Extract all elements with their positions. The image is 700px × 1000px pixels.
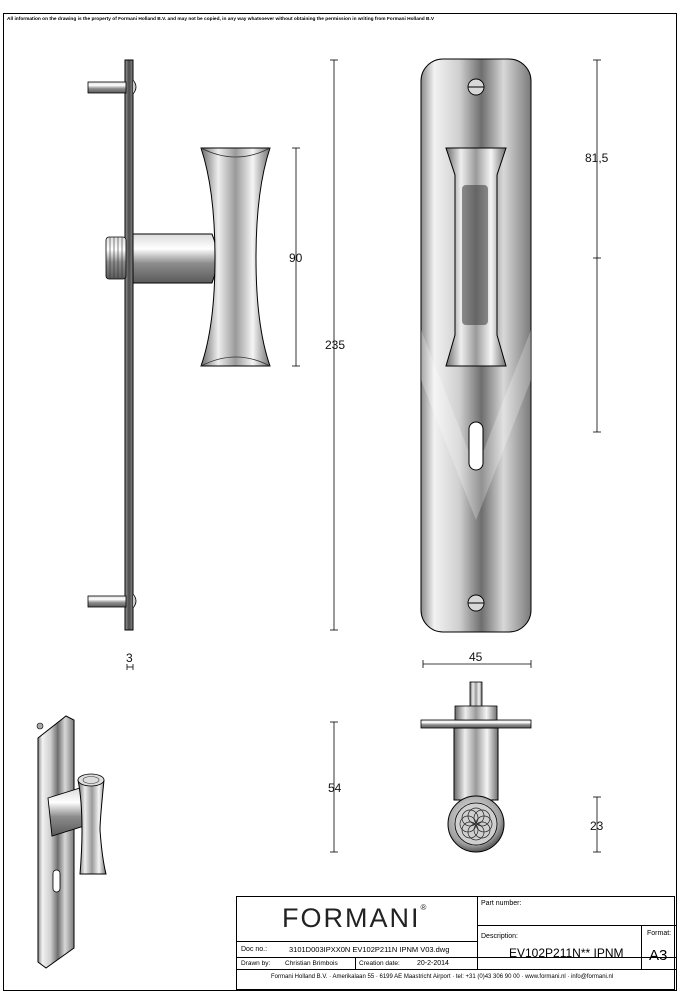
dim-plate-thickness: 3 <box>126 651 133 665</box>
format-value: A3 <box>649 947 668 964</box>
side-view <box>87 59 271 631</box>
description-label: Description: <box>481 933 518 940</box>
screw-top <box>87 81 127 94</box>
top-view <box>420 681 532 853</box>
screw-bottom <box>87 595 127 608</box>
creation-date-value: 20-2-2014 <box>417 960 449 967</box>
doc-no-value: 3101D003IPXX0N EV102P211N IPNM V03.dwg <box>289 945 450 954</box>
dim-plate-width: 45 <box>469 650 483 664</box>
description-value: EV102P211N** IPNM <box>509 946 624 960</box>
copyright-notice: All information on the drawing is the pr… <box>7 17 435 22</box>
plate-edge <box>124 59 134 631</box>
footer-address: Formani Holland B.V. · Amerikalaan 55 · … <box>271 974 614 980</box>
company-logo: FORMANI® <box>282 903 429 933</box>
doc-no-label: Doc no.: <box>241 946 268 953</box>
handle-neck <box>132 233 218 284</box>
creation-date-label: Creation date: <box>359 960 400 967</box>
part-number-label: Part number: <box>481 900 522 907</box>
keyhole <box>468 421 484 471</box>
drawing-frame <box>3 13 677 991</box>
drawn-by-value: Christian Brimbois <box>285 960 338 967</box>
title-block: FORMANI® Part number: Description: EV102… <box>236 896 676 990</box>
front-view <box>420 58 532 633</box>
dimension-lines <box>126 59 601 853</box>
dim-handle-length: 90 <box>289 251 303 265</box>
dim-rose-diameter: 23 <box>590 819 604 833</box>
spindle-ring <box>105 236 127 280</box>
dim-projection: 54 <box>328 781 342 795</box>
perspective-view <box>36 715 107 969</box>
dim-top-offset: 81,5 <box>585 151 609 165</box>
drawn-by-label: Drawn by: <box>241 960 271 967</box>
dim-total-height: 235 <box>325 338 346 352</box>
format-label: Format: <box>647 930 672 937</box>
